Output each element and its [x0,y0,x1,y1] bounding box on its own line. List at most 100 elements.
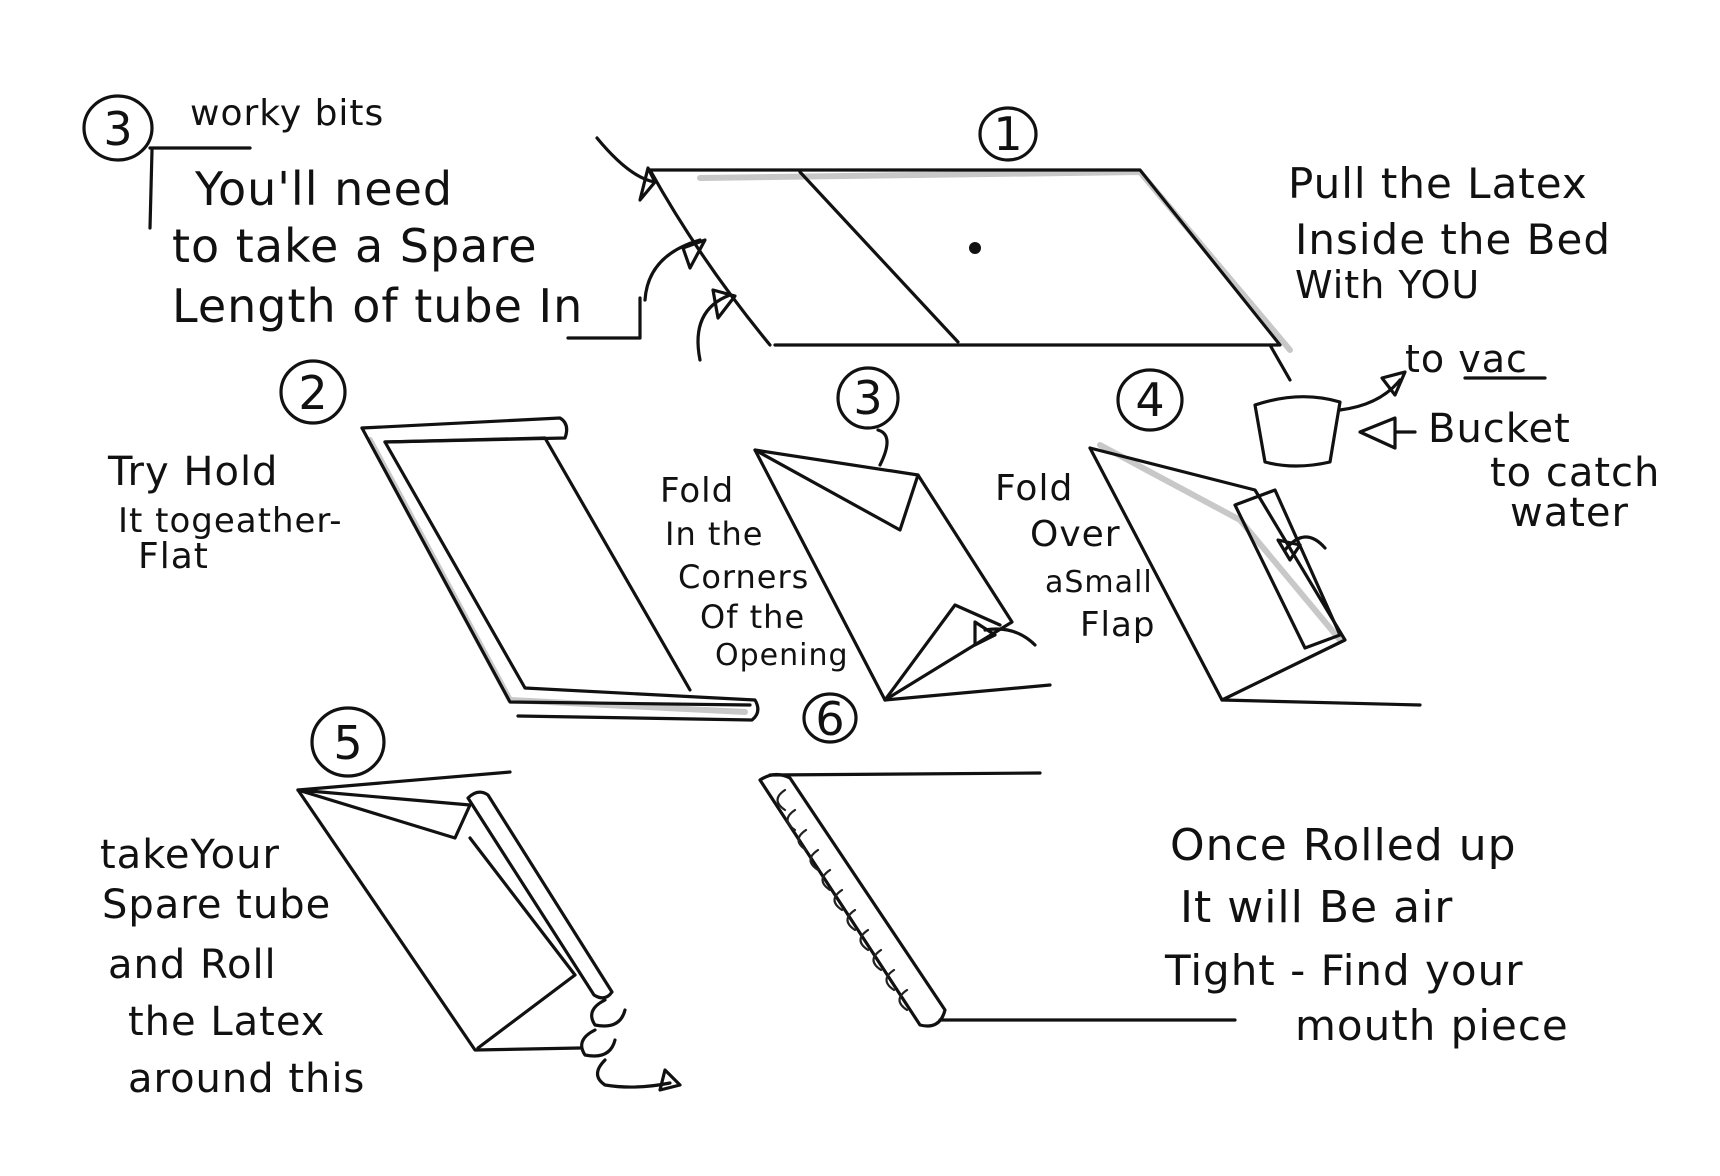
step-1-number: 1 [993,107,1022,161]
step-5-line-3: and Roll [108,942,277,988]
worky-step-circle [82,94,154,162]
flap-arrow [1283,535,1327,552]
step-3-number: 3 [853,371,882,425]
bed-opening-edge [648,168,772,347]
fold-arrow-top [876,428,889,467]
worky-step-number: 3 [103,102,132,156]
step-3-line-4: Of the [700,598,805,636]
sheet-left-edge [360,426,752,707]
step-3-line-5: Opening [715,638,849,673]
step-2-circle [279,359,347,425]
arrow-head-3 [711,288,737,320]
step-4-diagram: 4 [1088,368,1422,707]
sheet-6-top [768,771,1042,777]
step-6-line-4: mouth piece [1295,1001,1569,1050]
fold-arrow-bottom [983,627,1037,647]
step-1-line-1: Pull the Latex [1288,159,1588,208]
small-flap [1233,488,1342,650]
step-3-diagram: 3 [753,366,1052,702]
sheet-right-edge [383,436,692,692]
step-3-circle [836,366,900,430]
worky-line-2: to take a Spare [172,219,538,273]
sheet-5-left [296,788,582,1052]
step-5-line-2: Spare tube [102,882,331,928]
to-vac-label: to vac [1405,337,1528,381]
step-1-line-3: With YOU [1295,263,1480,307]
worky-bits-note: 3 worky bits You'll need to take a Spare… [82,93,642,340]
step-2-line-1: Try Hold [107,449,278,495]
worky-title: worky bits [190,93,384,134]
step-2-diagram: 2 [279,359,760,722]
step-2-note: Try Hold It togeather- Flat [107,449,343,577]
step-5-line-5: around this [128,1056,365,1102]
arrow-in-3 [696,293,732,362]
step-3-line-1: Fold [660,471,734,511]
step-4-note: Fold Over aSmall Flap [995,468,1155,645]
arrow-head-2 [681,238,707,270]
step-5-note: takeYour Spare tube and Roll the Latex a… [100,832,365,1102]
step-1-diagram: 1 [595,106,1293,382]
sheet-4-right [1088,446,1347,702]
step-6-circle [802,692,858,744]
bucket-icon [1253,395,1342,468]
sheet-5-fold [296,788,472,840]
roll-coils [776,788,909,1012]
step-6-line-2: It will Be air [1180,882,1453,933]
step-1-note: Pull the Latex Inside the Bed With YOU [1288,159,1611,307]
step-3-line-3: Corners [678,558,809,596]
roll-arrow-head [658,1068,682,1092]
bucket-arrow-icon [1358,416,1417,450]
step-2-number: 2 [298,366,327,420]
bucket-line-2: to catch [1490,450,1660,496]
worky-line-1: You'll need [194,162,453,216]
worky-bracket [148,146,252,230]
step-2-line-2: It togeather- [118,501,343,541]
step-2-line-3: Flat [138,536,209,577]
step-1-circle [978,106,1038,162]
tube-bottom [383,440,760,722]
rolled-tube [758,772,947,1028]
step-5-diagram: 5 [296,706,682,1092]
fold-arrow-head [973,620,997,647]
step-4-line-4: Flap [1080,605,1155,645]
step-5-line-1: takeYour [100,832,280,878]
bed-fold-line [798,170,960,344]
bed-hole [969,242,981,254]
arrow-in-2 [643,238,702,302]
vac-arrow-head [1380,370,1407,397]
worky-line-3: Length of tube In [172,279,583,333]
tube-top [360,416,569,444]
arrow-head-1 [638,166,657,202]
step-6-diagram: 6 [758,692,1237,1028]
step-3-line-2: In the [665,515,763,553]
step-6-note: Once Rolled up It will Be air Tight - Fi… [1164,820,1569,1050]
step-4-line-2: Over [1030,514,1121,555]
step-4-number: 4 [1135,373,1164,427]
step-3-note: Fold In the Corners Of the Opening [660,471,849,673]
step-6-line-1: Once Rolled up [1170,820,1517,871]
step-5-circle [310,706,386,778]
step-4-line-1: Fold [995,468,1073,509]
step-4-circle [1116,368,1184,432]
worky-underline [566,296,642,340]
spare-tube [466,790,614,1000]
fold-bottom-flap [883,603,1002,702]
flap-arrow-head [1276,538,1302,562]
step-1-line-2: Inside the Bed [1295,215,1611,264]
bucket-line-1: Bucket [1428,406,1571,452]
vac-tube [1268,343,1292,382]
step-5-number: 5 [333,716,362,770]
sheet-3-right [883,473,1014,702]
sheet-5-right [468,836,577,1050]
step-4-line-3: aSmall [1045,565,1153,600]
step-6-number: 6 [815,692,844,746]
fold-top-flap [753,448,920,532]
step-6-line-3: Tight - Find your [1164,946,1523,995]
arrow-in-1 [595,136,657,184]
step-5-line-4: the Latex [128,999,325,1045]
bucket-diagram: to vac Bucket to catch water [1253,337,1660,536]
roll-arrow [580,998,672,1089]
bucket-line-3: water [1510,490,1629,536]
bed-outline [648,168,1282,347]
